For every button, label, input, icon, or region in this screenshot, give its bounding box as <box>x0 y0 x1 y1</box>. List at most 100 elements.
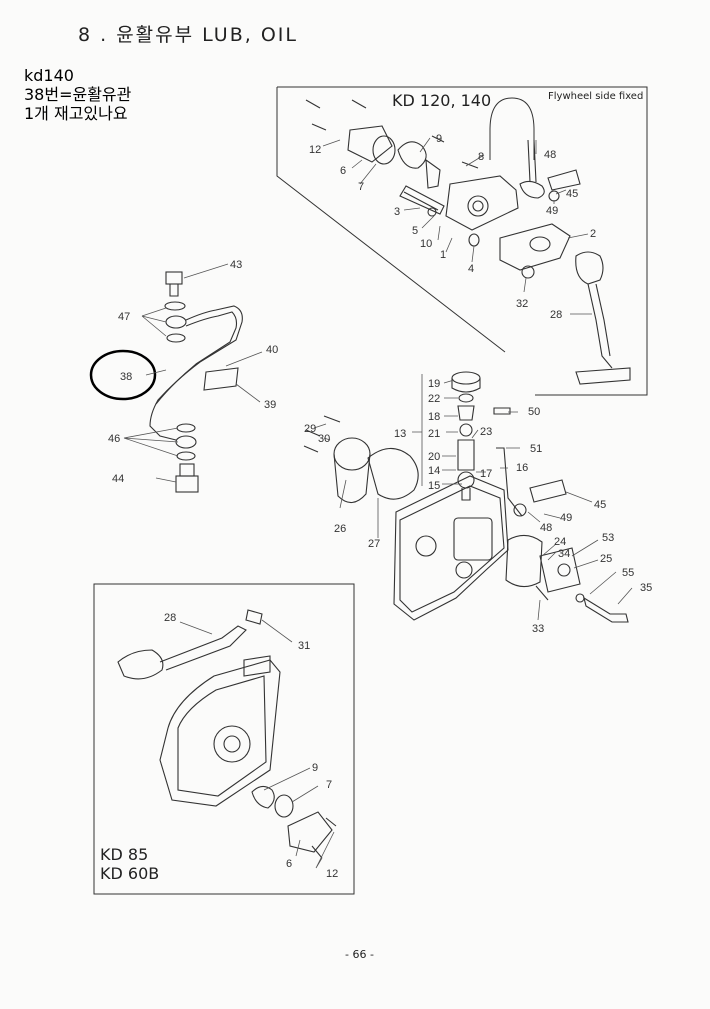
oil-pipe-38 <box>149 305 243 441</box>
pipe-51 <box>496 447 523 517</box>
washer-32 <box>521 265 535 279</box>
part-number-51: 51 <box>530 443 542 455</box>
part-number-44: 44 <box>112 473 124 485</box>
part-number-48: 48 <box>544 149 556 161</box>
filter-26 <box>333 437 371 471</box>
part-number-32: 32 <box>516 298 528 310</box>
part-number-26: 26 <box>334 523 346 535</box>
part-number-31: 31 <box>298 640 310 652</box>
part-number-45: 45 <box>566 188 578 200</box>
foot-plate-28b <box>117 649 164 680</box>
part-number-7b: 7 <box>326 779 332 791</box>
note-part-question: 38번=윤활유관 <box>24 85 132 104</box>
part-number-28: 28 <box>550 309 562 321</box>
part-number-40: 40 <box>266 344 278 356</box>
center-assembly-drawing <box>303 371 629 623</box>
part-number-23: 23 <box>480 426 492 438</box>
part-number-33: 33 <box>532 623 544 635</box>
banjo-bolt-43 <box>165 271 183 285</box>
part-number-43: 43 <box>230 259 242 271</box>
part-number-12: 12 <box>309 144 321 156</box>
part-number-35: 35 <box>640 582 652 594</box>
o-ring-4 <box>468 233 480 247</box>
part-number-49b: 49 <box>560 512 572 524</box>
rotor-9b <box>251 785 275 809</box>
part-number-14: 14 <box>428 465 440 477</box>
part-number-19: 19 <box>428 378 440 390</box>
part-number-49: 49 <box>546 205 558 217</box>
part-number-17: 17 <box>480 468 492 480</box>
part-number-47: 47 <box>118 311 130 323</box>
part-number-45b: 45 <box>594 499 606 511</box>
strainer-24 <box>505 534 543 588</box>
page-number: - 66 - <box>345 948 374 961</box>
part-number-53: 53 <box>602 532 614 544</box>
part-number-13: 13 <box>394 428 406 440</box>
clamp-39 <box>203 367 239 391</box>
part-number-27: 27 <box>368 538 380 550</box>
flywheel-note: Flywheel side fixed <box>548 91 643 102</box>
oil-pipe-assembly <box>149 271 243 493</box>
gear-case-cover <box>393 475 509 621</box>
cap-19 <box>451 371 481 385</box>
part-number-7: 7 <box>358 181 364 193</box>
part-number-18: 18 <box>428 411 440 423</box>
part-number-21: 21 <box>428 428 440 440</box>
highlight-circle-38 <box>89 349 157 401</box>
pump-rotor-9 <box>397 141 427 169</box>
engine-cover <box>159 659 281 807</box>
part-number-29: 29 <box>304 423 316 435</box>
part-number-9b: 9 <box>312 762 318 774</box>
flange-25 <box>539 547 581 593</box>
pipe-48 <box>527 139 537 183</box>
part-number-16: 16 <box>516 462 528 474</box>
cover-27 <box>367 447 419 500</box>
bolt-45b <box>529 479 567 503</box>
part-number-15: 15 <box>428 480 440 492</box>
part-number-3: 3 <box>394 206 400 218</box>
part-number-48b: 48 <box>540 522 552 534</box>
lower-assembly-drawing <box>117 609 337 859</box>
part-number-1: 1 <box>440 249 446 261</box>
part-number-24: 24 <box>554 536 566 548</box>
lever-knob-28 <box>575 251 604 285</box>
nut-31 <box>245 609 263 625</box>
upper-assembly-drawing <box>305 99 631 385</box>
part-number-50: 50 <box>528 406 540 418</box>
handwritten-note: kd140 38번=윤활유관 1개 재고있나요 <box>24 66 131 123</box>
part-number-20: 20 <box>428 451 440 463</box>
part-number-39: 39 <box>264 399 276 411</box>
part-number-34: 34 <box>558 548 570 560</box>
bolt-35 <box>583 596 629 623</box>
foot-plate-28 <box>575 367 631 385</box>
part-number-46: 46 <box>108 433 120 445</box>
part-number-12b: 12 <box>326 868 338 880</box>
upper-frame <box>276 86 648 396</box>
model-label-kd85: KD 85 <box>100 845 148 864</box>
o-ring-7b <box>274 794 294 818</box>
note-stock-question: 1개 재고있나요 <box>24 104 128 123</box>
part-number-9: 9 <box>436 133 442 145</box>
model-label-kd60b: KD 60B <box>100 864 159 883</box>
bolt-45 <box>547 169 581 191</box>
part-number-30: 30 <box>318 433 330 445</box>
part-number-22: 22 <box>428 393 440 405</box>
o-ring-7 <box>372 135 396 165</box>
part-number-28b: 28 <box>164 612 176 624</box>
part-number-38: 38 <box>120 371 132 383</box>
part-number-10: 10 <box>420 238 432 250</box>
part-number-2: 2 <box>590 228 596 240</box>
section-title: 8 . 윤활유부 LUB, OIL <box>78 24 298 46</box>
part-number-55: 55 <box>622 567 634 579</box>
cover-plate-6 <box>347 125 393 163</box>
part-number-5: 5 <box>412 225 418 237</box>
cover-plate-6b <box>287 811 333 853</box>
part-number-4: 4 <box>468 263 474 275</box>
part-number-8: 8 <box>478 151 484 163</box>
part-number-25: 25 <box>600 553 612 565</box>
model-label-kd120-140: KD 120, 140 <box>392 91 491 110</box>
gasket-2 <box>499 223 571 271</box>
part-number-6: 6 <box>340 165 346 177</box>
